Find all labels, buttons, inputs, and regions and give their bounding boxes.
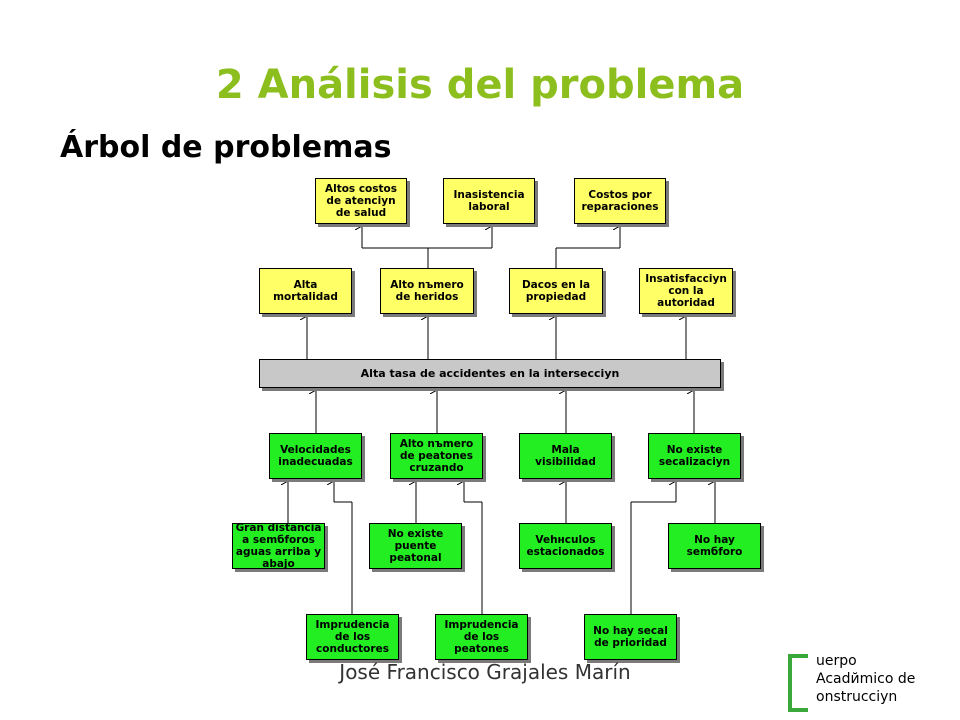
footer-author: José Francisco Grajales Marín: [339, 660, 631, 684]
effect-top-absenteeism: Inasistencia laboral: [443, 178, 535, 224]
effect-top-repair-costs: Costos por reparaciones: [574, 178, 666, 224]
logo-text: uerpo Acadйmico de onstrucciуn: [816, 652, 915, 706]
subcause-no-traffic-light: No hay semбforo: [668, 523, 761, 569]
subcause-parked-vehicles: Vehнculos estacionados: [519, 523, 612, 569]
root-cause-pedestrians: Imprudencia de los peatones: [435, 614, 528, 660]
logo-line: uerpo: [816, 653, 857, 669]
subcause-traffic-light-distance: Gran distancia a semбforos aguas arriba …: [232, 522, 325, 570]
subcause-no-bridge: No existe puente peatonal: [369, 523, 462, 569]
root-cause-priority-sign: No hay seсal de prioridad: [584, 614, 677, 660]
core-problem: Alta tasa de accidentes en la intersecci…: [259, 359, 721, 388]
slide-subtitle: Árbol de problemas: [60, 130, 392, 165]
logo-line: Acadйmico de: [816, 671, 916, 687]
cause-speed: Velocidades inadecuadas: [269, 433, 362, 479]
effect-top-health-costs: Altos costos de atenciуn de salud: [315, 178, 407, 224]
effect-mortality: Alta mortalidad: [259, 268, 352, 314]
effect-dissatisfaction: Insatisfacciуn con la autoridad: [639, 268, 733, 314]
logo-bracket-icon: [788, 654, 808, 712]
effect-injured: Alto nъmero de heridos: [380, 268, 474, 314]
logo-line: onstrucciуn: [816, 689, 898, 705]
effect-property-damage: Daсos en la propiedad: [509, 268, 603, 314]
cause-visibility: Mala visibilidad: [519, 433, 612, 479]
slide-title: 2 Análisis del problema: [215, 62, 745, 108]
cuerpo-academico-logo: uerpo Acadйmico de onstrucciуn: [788, 652, 948, 712]
root-cause-drivers: Imprudencia de los conductores: [306, 614, 399, 660]
cause-pedestrians: Alto nъmero de peatones cruzando: [390, 433, 483, 479]
cause-signage: No existe seсalizaciуn: [648, 433, 741, 479]
